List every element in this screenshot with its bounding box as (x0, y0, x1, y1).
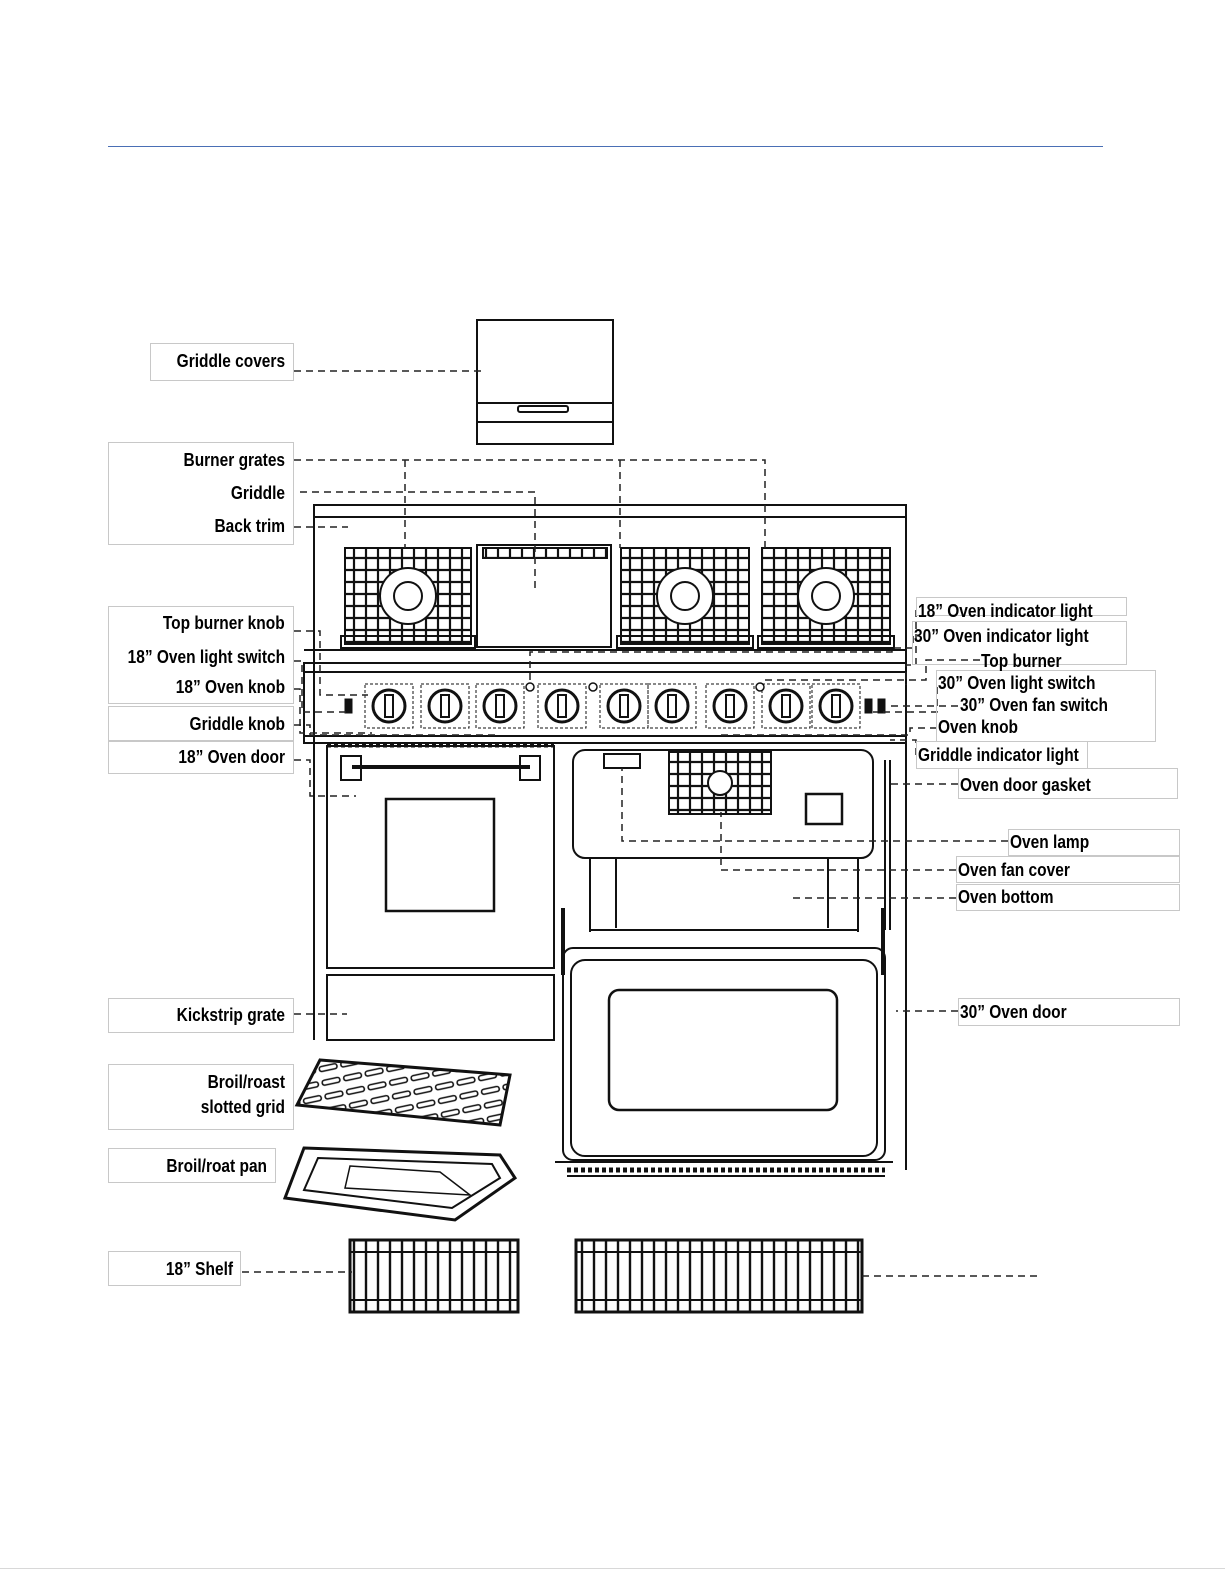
knob (482, 688, 518, 724)
header-rule (108, 146, 1103, 147)
shelves-drawing (348, 1238, 864, 1314)
label-oven-door-18: 18” Oven door (178, 747, 285, 767)
label-oven-lamp: Oven lamp (1010, 832, 1090, 852)
label-box-gasket (958, 768, 1178, 799)
label-box-oven-door-18 (108, 741, 294, 774)
knob (371, 688, 407, 724)
label-box-indicator-18 (916, 597, 1127, 616)
oven-30-cavity-drawing (572, 749, 891, 932)
label-burner-grates: Burner grates (183, 450, 285, 470)
knob (544, 688, 580, 724)
label-broil-roast-grid-line2: slotted grid (200, 1097, 285, 1117)
control-switches (344, 682, 886, 714)
label-box-oven-lamp (1008, 829, 1180, 856)
label-shelf-18: 18” Shelf (165, 1259, 233, 1279)
label-broil-roast-pan: Broil/roat pan (166, 1156, 267, 1176)
label-griddle-indicator-light: Griddle indicator light (918, 745, 1079, 765)
label-box-griddle-knob (108, 706, 294, 741)
label-top-burner: Top burner (981, 651, 1062, 671)
label-box-griddle-covers (150, 343, 294, 381)
knob (654, 688, 690, 724)
label-box-oven-door-30 (958, 998, 1180, 1026)
label-oven-knob-18: 18” Oven knob (175, 677, 285, 697)
label-oven-light-switch-30: 30” Oven light switch (938, 673, 1096, 693)
label-box-shelf-18 (108, 1251, 241, 1286)
broil-grid-drawing (294, 1058, 512, 1127)
knob-grip (781, 694, 791, 718)
oven-18-door-drawing (326, 742, 555, 1041)
knob-grip (440, 694, 450, 718)
knob-grip (725, 694, 735, 718)
label-box-broil-grid (108, 1064, 294, 1130)
knob-frame (475, 683, 525, 729)
knob-frame (705, 683, 755, 729)
knob-grip (557, 694, 567, 718)
knob-grip (619, 694, 629, 718)
control-knobs (364, 683, 861, 729)
label-oven-fan-switch-30: 30” Oven fan switch (960, 695, 1108, 715)
label-griddle-knob: Griddle knob (189, 714, 285, 734)
label-oven-door-gasket: Oven door gasket (960, 775, 1091, 795)
label-griddle: Griddle (230, 483, 285, 503)
knob-frame (761, 683, 811, 729)
broil-pan-drawing (282, 1146, 518, 1222)
label-box-oven-bottom (956, 884, 1180, 911)
oven-30-door-drawing (555, 908, 893, 1177)
label-oven-indicator-light-30: 30” Oven indicator light (914, 626, 1089, 646)
footer-rule (0, 1568, 1225, 1569)
label-griddle-covers: Griddle covers (176, 351, 285, 371)
knob-grip (667, 694, 677, 718)
knob (427, 688, 463, 724)
label-kickstrip-grate: Kickstrip grate (176, 1005, 285, 1025)
label-oven-light-switch-18: 18” Oven light switch (127, 647, 285, 667)
griddle-plate-drawing (476, 544, 612, 648)
knob (712, 688, 748, 724)
knob-frame (364, 683, 414, 729)
knob-grip (831, 694, 841, 718)
label-oven-door-30: 30” Oven door (960, 1002, 1067, 1022)
knob-frame (420, 683, 470, 729)
label-oven-bottom: Oven bottom (958, 887, 1054, 907)
label-box-broil-pan (108, 1148, 276, 1183)
leader-lines (242, 370, 1040, 1277)
knob-grip (495, 694, 505, 718)
label-box-knob-group (108, 606, 294, 704)
knob-frame (537, 683, 587, 729)
label-top-burner-knob: Top burner knob (163, 613, 285, 633)
knob (768, 688, 804, 724)
label-oven-fan-cover: Oven fan cover (958, 860, 1070, 880)
label-oven-knob: Oven knob (938, 717, 1018, 737)
range-body-drawing (303, 504, 907, 1170)
label-broil-roast-grid-line1: Broil/roast (207, 1072, 285, 1092)
knob (606, 688, 642, 724)
label-box-indicator-30 (912, 621, 1127, 665)
label-box-fan-cover (956, 856, 1180, 883)
knob-grip (384, 694, 394, 718)
label-box-kickstrip (108, 998, 294, 1033)
burner-grates-drawing (340, 547, 895, 649)
label-oven-indicator-light-18: 18” Oven indicator light (918, 601, 1093, 621)
griddle-cover-drawing (476, 319, 614, 445)
label-box-top-group (108, 442, 294, 545)
label-back-trim: Back trim (214, 516, 285, 536)
knob-frame (647, 683, 697, 729)
knob-frame (811, 683, 861, 729)
knob (818, 688, 854, 724)
